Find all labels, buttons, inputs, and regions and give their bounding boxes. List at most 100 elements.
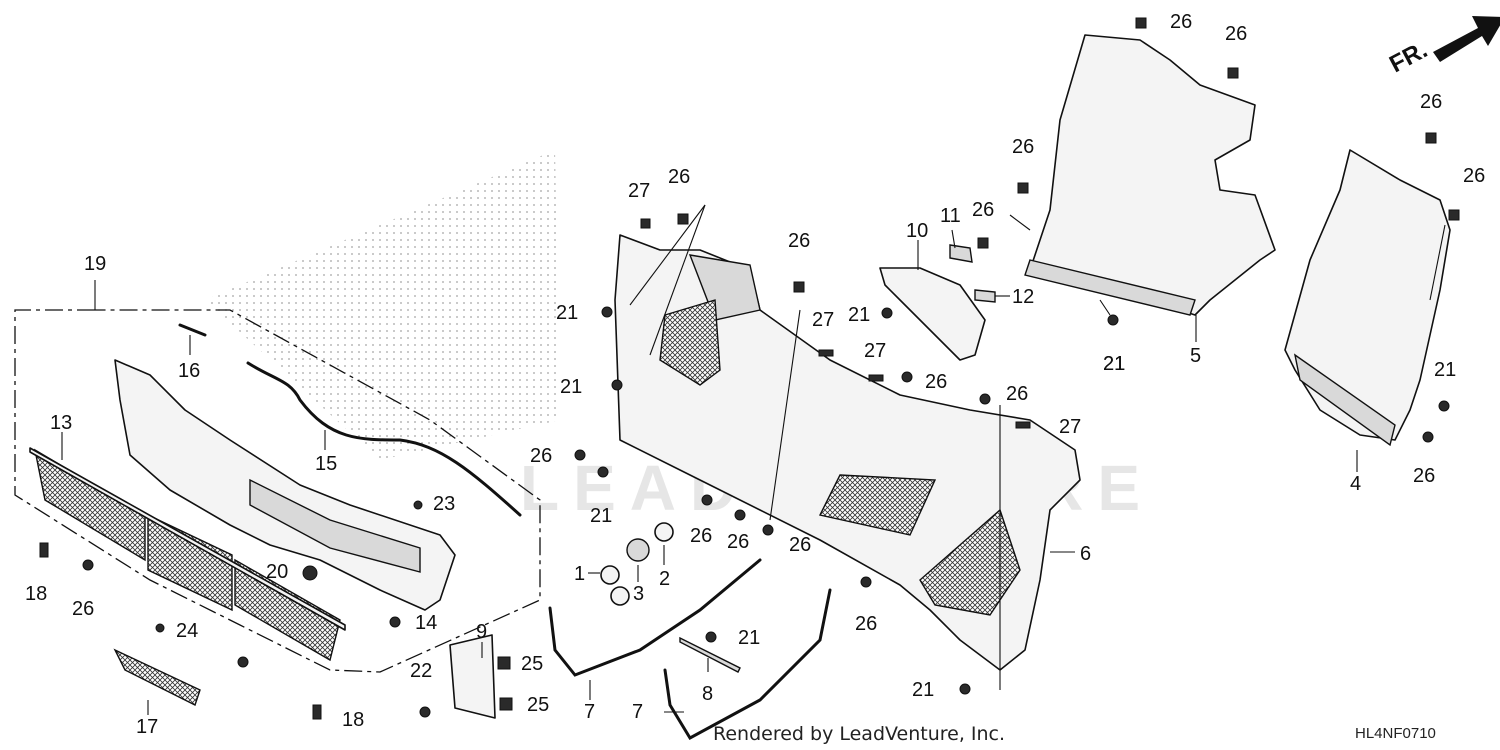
- parts-1-2-3-socket-group: [600, 522, 674, 606]
- fasteners: [39, 17, 1460, 720]
- fastener-leaders: [629, 204, 1446, 690]
- callout-c21a: 21: [556, 302, 578, 324]
- callout-c16: 16: [178, 360, 200, 382]
- callout-c10: 10: [906, 220, 928, 242]
- callout-c26c: 26: [1420, 91, 1442, 113]
- fastener-25a: [497, 656, 511, 670]
- callout-c26h: 26: [788, 230, 810, 252]
- callout-c26q: 26: [72, 598, 94, 620]
- callout-c26j: 26: [1006, 383, 1028, 405]
- fastener-26b: [1227, 67, 1239, 79]
- fastener-21d: [881, 307, 893, 319]
- fastener-27c: [868, 374, 884, 382]
- part-4-side-panel: [1284, 149, 1451, 441]
- fastener-21c: [597, 466, 609, 478]
- callout-c21f: 21: [1434, 359, 1456, 381]
- fastener-21h: [959, 683, 971, 695]
- fastener-26r: [237, 656, 249, 668]
- callout-c6: 6: [1080, 543, 1091, 565]
- callout-c18b: 18: [342, 709, 364, 731]
- part-15-rail: [246, 361, 522, 517]
- callout-c26l: 26: [690, 525, 712, 547]
- callout-c25b: 25: [527, 694, 549, 716]
- fastener-14: [389, 616, 401, 628]
- part-6-right-mesh: [919, 508, 1021, 616]
- callout-c26p: 26: [1413, 465, 1435, 487]
- fastener-26p: [1422, 431, 1434, 443]
- callout-c4: 4: [1350, 473, 1361, 495]
- callout-c26i: 26: [925, 371, 947, 393]
- part-8-bracket: [679, 636, 741, 673]
- fastener-18a: [39, 542, 49, 558]
- part-1-cap-b: [610, 586, 630, 606]
- callout-c22: 22: [410, 660, 432, 682]
- part-7-cable-a: [548, 558, 762, 677]
- part-13-mesh-center: [147, 513, 233, 612]
- fastener-21a: [601, 306, 613, 318]
- part-3-socket: [626, 538, 650, 562]
- fastener-26j: [979, 393, 991, 405]
- fastener-27b: [818, 349, 834, 357]
- fastener-25b: [499, 697, 513, 711]
- callout-c2: 2: [659, 568, 670, 590]
- part-4-lower-fins: [1293, 353, 1396, 447]
- fastener-26h: [793, 281, 805, 293]
- fastener-27d: [1015, 421, 1031, 429]
- callout-c20: 20: [266, 561, 288, 583]
- callout-c23: 23: [433, 493, 455, 515]
- callout-c26e: 26: [1012, 136, 1034, 158]
- part-13-mesh-right: [234, 558, 341, 662]
- part-11-clip: [949, 244, 973, 263]
- leader-11: [951, 229, 956, 249]
- callout-c9: 9: [476, 621, 487, 643]
- callout-c27a: 27: [628, 180, 650, 202]
- callout-c21b: 21: [560, 376, 582, 398]
- part-17-mesh: [113, 648, 201, 706]
- callout-c19: 19: [84, 253, 106, 275]
- front-arrow-icon: [1433, 16, 1500, 62]
- leader-26-fender: [1009, 214, 1031, 231]
- callout-c15: 15: [315, 453, 337, 475]
- callout-c3: 3: [633, 583, 644, 605]
- part-6-left-mesh: [659, 299, 721, 386]
- fastener-26l: [701, 494, 713, 506]
- fastener-21f: [1438, 400, 1450, 412]
- part-16-strip: [178, 323, 207, 337]
- callout-c26m: 26: [727, 531, 749, 553]
- fastener-21b: [611, 379, 623, 391]
- assembly-19-outline: [14, 309, 541, 673]
- callout-c21g: 21: [738, 627, 760, 649]
- callout-c21c: 21: [590, 505, 612, 527]
- part-7-cable-b: [663, 588, 832, 741]
- callout-c21h: 21: [912, 679, 934, 701]
- fastener-26d: [1448, 209, 1460, 221]
- fastener-23: [413, 500, 423, 510]
- front-direction-indicator: FR.: [1385, 16, 1500, 78]
- part-5-lower-fins: [1024, 259, 1196, 316]
- callout-c8: 8: [702, 683, 713, 705]
- callout-c1: 1: [574, 563, 585, 585]
- part-13-frame-top: [29, 447, 346, 631]
- fastener-26o: [860, 576, 872, 588]
- leader-26-center: [769, 309, 801, 521]
- callout-c27d: 27: [1059, 416, 1081, 438]
- callout-c26b: 26: [1225, 23, 1247, 45]
- part-2-ring: [654, 522, 674, 542]
- honda-wing-watermark: [205, 150, 560, 460]
- fastener-21e: [1107, 314, 1119, 326]
- fastener-26c: [1425, 132, 1437, 144]
- callout-c5: 5: [1190, 345, 1201, 367]
- callout-c26g: 26: [668, 166, 690, 188]
- callout-c26f: 26: [972, 199, 994, 221]
- callout-c21d: 21: [848, 304, 870, 326]
- part-6-main-panel: [614, 234, 1081, 671]
- callout-c11: 11: [940, 205, 961, 227]
- fastener-26f: [977, 237, 989, 249]
- rendered-by-credit: Rendered by LeadVenture, Inc.: [713, 723, 1005, 745]
- callout-c27b: 27: [812, 309, 834, 331]
- callout-c26a: 26: [1170, 11, 1192, 33]
- fastener-20: [302, 565, 318, 581]
- fastener-26q: [82, 559, 94, 571]
